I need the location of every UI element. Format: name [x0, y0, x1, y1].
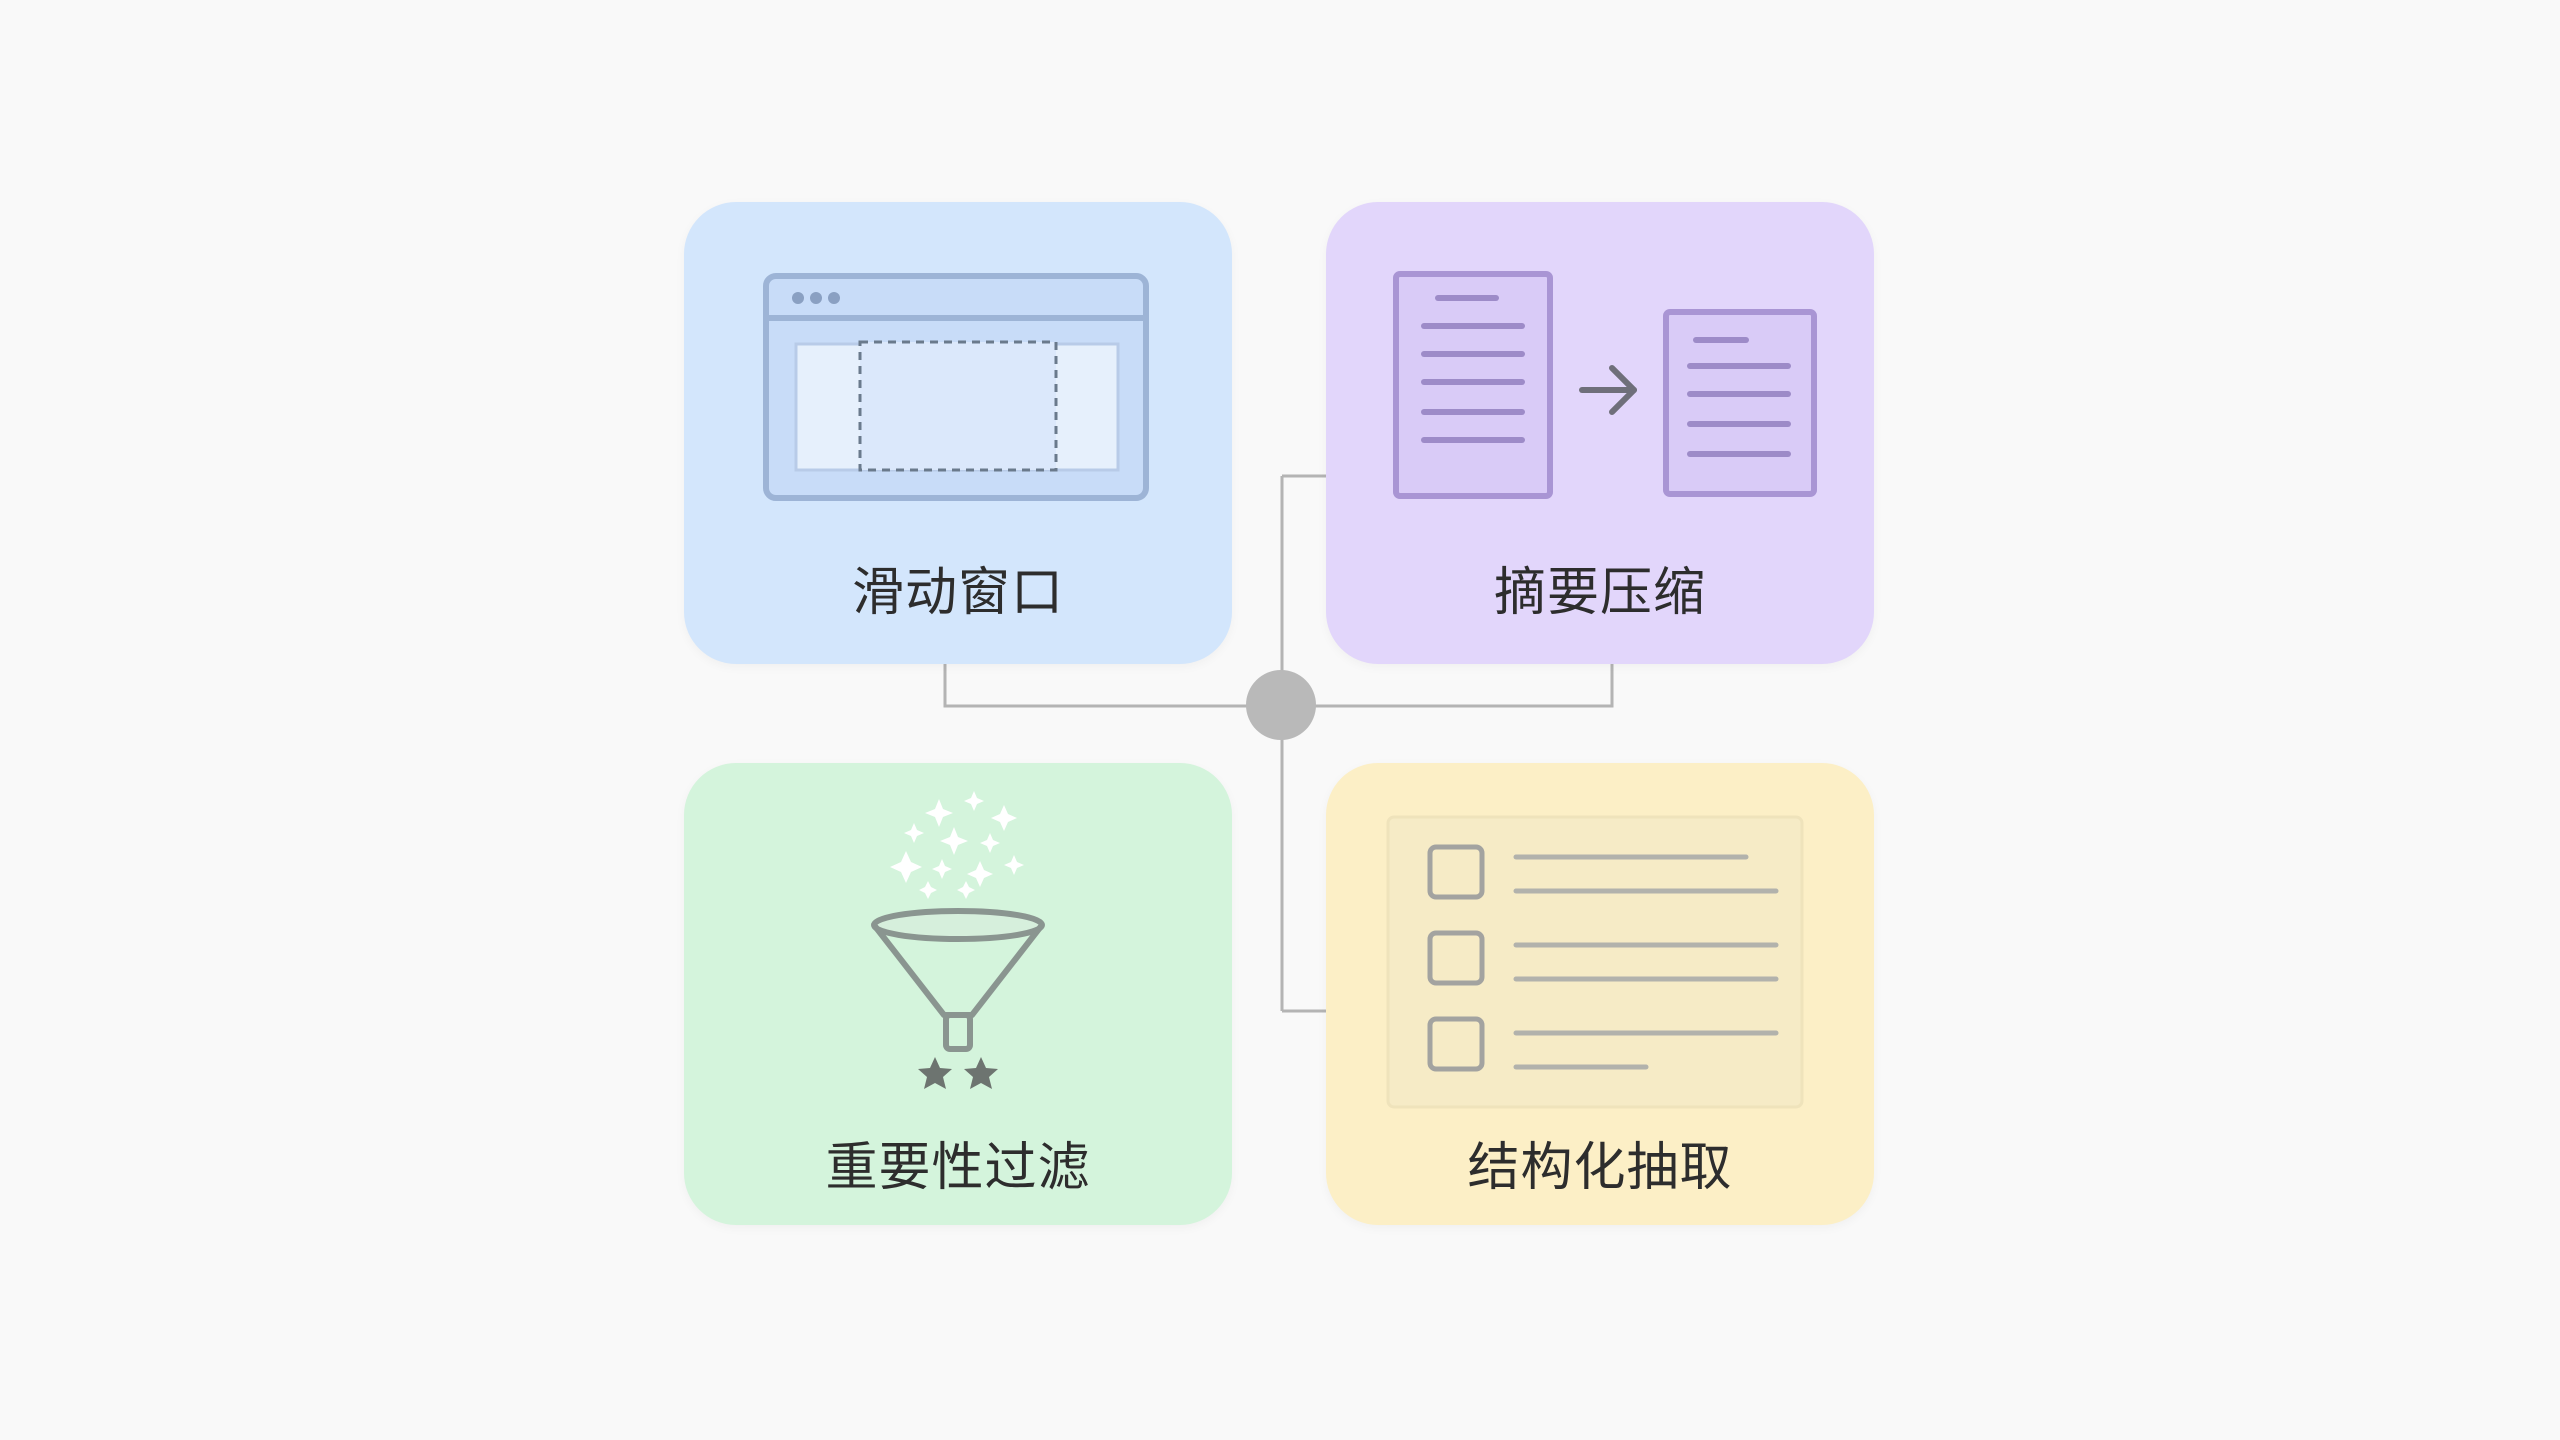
card-importance-filter: 重要性过滤 [684, 763, 1232, 1225]
card-label-importance-filter: 重要性过滤 [825, 1138, 1091, 1198]
card-label-sliding-window: 滑动窗口 [851, 563, 1064, 623]
short-document-icon [1663, 309, 1817, 497]
checkbox-3 [1427, 1016, 1485, 1072]
dashed-selection-icon [858, 340, 1058, 472]
card-structured-extraction: 结构化抽取 [1326, 763, 1874, 1225]
browser-window-icon [763, 273, 1149, 501]
document-compression-icon [1393, 271, 1817, 499]
sparkles-icon [890, 791, 1024, 899]
funnel-icon [871, 791, 1045, 1089]
card-label-structured-extraction: 结构化抽取 [1467, 1138, 1733, 1198]
checklist-icon [1386, 815, 1804, 1109]
card-summary-compression: 摘要压缩 [1326, 202, 1874, 664]
checkbox-1 [1427, 844, 1485, 900]
card-label-summary-compression: 摘要压缩 [1493, 563, 1706, 623]
checkbox-2 [1427, 930, 1485, 986]
star-icons [918, 1057, 998, 1089]
arrow-right-icon [1579, 365, 1637, 415]
card-sliding-window: 滑动窗口 [684, 202, 1232, 664]
connector-sliding-window [943, 664, 1260, 708]
long-document-icon [1393, 271, 1553, 499]
hub-node [1246, 670, 1316, 740]
connector-summary-compression [1305, 664, 1614, 708]
